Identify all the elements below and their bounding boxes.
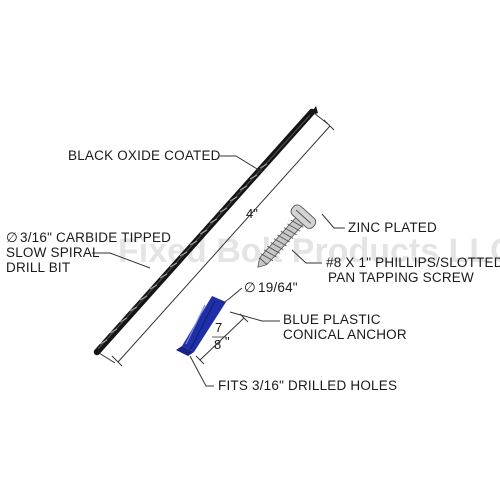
fits-label: FITS 3/16" DRILLED HOLES xyxy=(218,378,397,393)
screw-spec-callout: #8 X 1" PHILLIPS/SLOTTED PAN TAPPING SCR… xyxy=(291,249,500,285)
screw-finish-callout: ZINC PLATED xyxy=(321,213,437,235)
drill-callout: ∅ 3/16" CARBIDE TIPPED SLOW SPIRAL DRILL… xyxy=(6,230,171,275)
anchor-label-line2: CONICAL ANCHOR xyxy=(283,327,407,342)
drill-length-label: 4" xyxy=(246,206,258,221)
anchor-diameter-callout: ∅ 19/64" xyxy=(221,280,298,305)
plastic-anchor xyxy=(176,296,226,356)
screw-label-line2: PAN TAPPING SCREW xyxy=(328,270,474,285)
drill-label-line1: 3/16" CARBIDE TIPPED xyxy=(20,230,171,245)
anchor-length-denominator: 8 xyxy=(214,337,221,352)
fits-callout: FITS 3/16" DRILLED HOLES xyxy=(189,355,397,393)
diameter-symbol: ∅ xyxy=(6,230,18,245)
coating-label: BLACK OXIDE COATED xyxy=(68,148,221,163)
anchor-length-numerator: 7 xyxy=(215,320,222,335)
drill-label-line2: SLOW SPIRAL xyxy=(6,245,100,260)
anchor-length-dimension: 7 8 " xyxy=(195,313,249,365)
drill-bit xyxy=(93,106,318,356)
anchor-length-unit: " xyxy=(225,334,230,349)
screw-finish-label: ZINC PLATED xyxy=(348,220,437,235)
anchor-diameter-symbol: ∅ xyxy=(244,280,256,295)
tapping-screw xyxy=(257,204,317,268)
anchor-name-callout: BLUE PLASTIC CONICAL ANCHOR xyxy=(229,311,407,342)
anchor-label-line1: BLUE PLASTIC xyxy=(283,312,381,327)
screw-label-line1: #8 X 1" PHILLIPS/SLOTTED xyxy=(326,255,500,270)
coating-callout: BLACK OXIDE COATED xyxy=(68,148,263,173)
drill-label-line3: DRILL BIT xyxy=(6,260,70,275)
watermark: Fixed Bolt Products LLC xyxy=(118,232,500,270)
drill-length-dimension: 4" xyxy=(98,112,335,367)
anchor-diameter-label: 19/64" xyxy=(258,280,298,295)
